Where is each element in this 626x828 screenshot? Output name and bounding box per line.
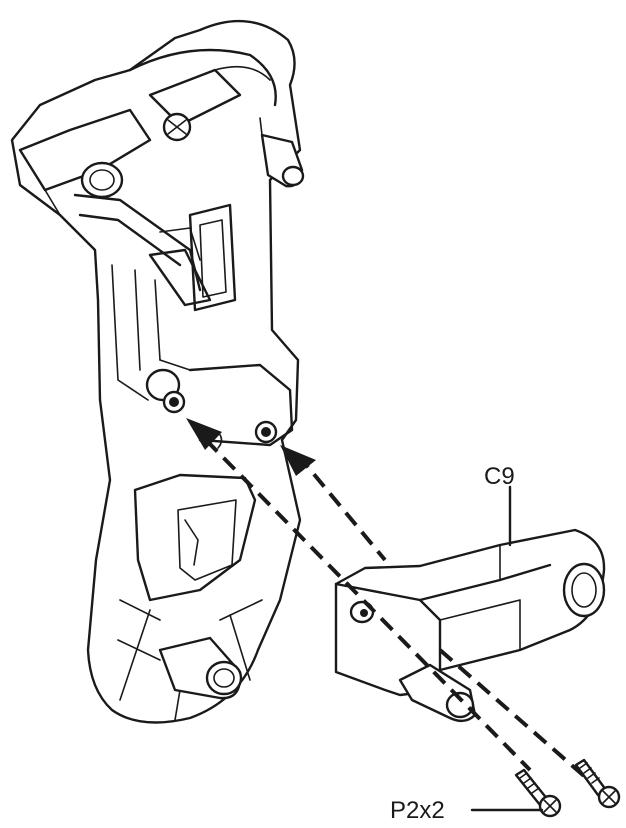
assembly-arrows: [186, 418, 602, 792]
label-p2x2-text: P2x2: [390, 797, 445, 824]
label-c9-text: C9: [484, 463, 515, 490]
screw-left: [514, 768, 562, 818]
label-p2x2: P2x2: [390, 797, 544, 824]
label-c9: C9: [484, 463, 515, 547]
part-c9: [334, 528, 606, 723]
handle-body: [10, 19, 305, 724]
screw-right: [574, 758, 621, 809]
